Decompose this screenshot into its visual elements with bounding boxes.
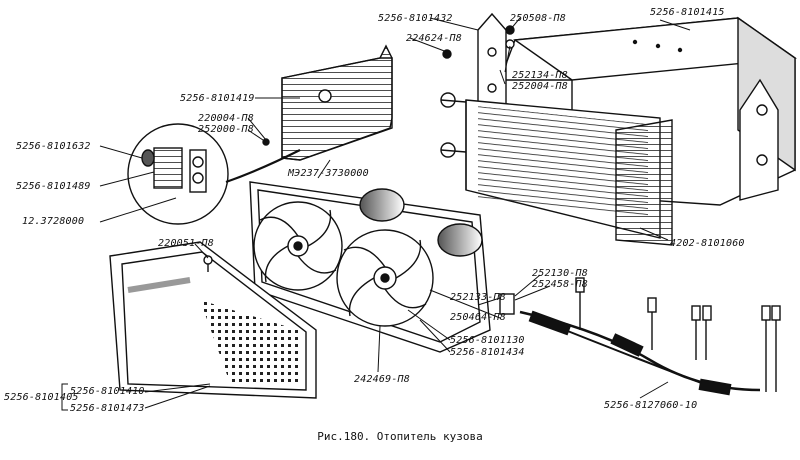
label-seal-8101632: 5256-8101632 (16, 141, 91, 152)
label-radiator: 4202-8101060 (670, 238, 745, 249)
radiator (440, 92, 673, 246)
label-motor: МЭ237-3730000 (288, 168, 369, 179)
label-nut-242469: 242469-П8 (354, 374, 410, 385)
label-nut-250464: 250464-П8 (450, 312, 506, 323)
label-washer-252133: 252133-П8 (450, 292, 506, 303)
label-bolt-224624: 224624-П8 (406, 33, 462, 44)
label-washer-252458: 252458-П8 (532, 279, 588, 290)
label-grille-assembly: 5256-8101405 (4, 392, 79, 403)
label-grille-mesh: 5256-8101473 (70, 403, 145, 414)
label-harness: 5256-8127060-10 (604, 400, 698, 411)
label-grille-frame: 5256-8101410 (70, 386, 145, 397)
label-washer-252134: 252134-П8 (512, 70, 568, 81)
fan-assembly (249, 181, 491, 353)
label-gasket-8101489: 5256-8101489 (16, 181, 91, 192)
label-bracket: 5256-8101432 (378, 13, 453, 24)
label-switch: 12.3728000 (22, 216, 85, 227)
label-screw-220051: 220051-П8 (158, 238, 214, 249)
switch-detail (127, 123, 301, 225)
label-washer-252000: 252000-П8 (198, 124, 254, 135)
wiring-harness (499, 277, 781, 396)
label-panel: 5256-8101419 (180, 93, 255, 104)
label-fan-8101434: 5256-8101434 (450, 347, 525, 358)
label-fan-8101130: 5256-8101130 (450, 335, 525, 346)
label-nut-250508: 250508-П8 (510, 13, 566, 24)
leader-lines (61, 17, 691, 411)
label-washer-252004: 252004-П8 (512, 81, 568, 92)
side-panel (281, 44, 393, 161)
label-washer-220004: 220004-П8 (198, 113, 254, 124)
fasteners (203, 25, 515, 272)
grille-panel (109, 241, 317, 399)
label-heater-casing: 5256-8101415 (650, 7, 725, 18)
figure-caption: Рис.180. Отопитель кузова (317, 430, 483, 443)
label-washer-252130: 252130-П8 (532, 268, 588, 279)
